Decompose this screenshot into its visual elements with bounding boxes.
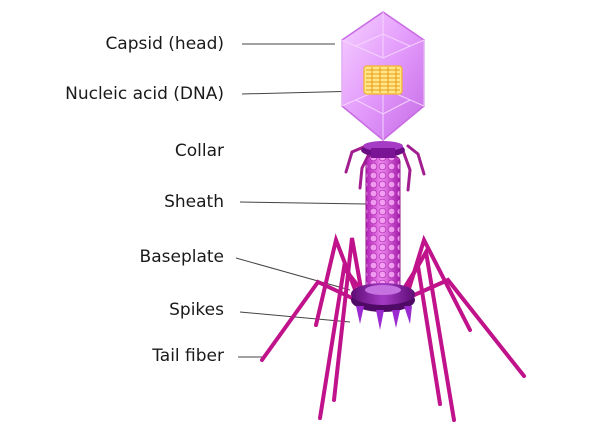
- tail-fiber-7: [410, 277, 526, 378]
- spikes: [356, 306, 412, 330]
- label-capsid: Capsid (head): [105, 34, 224, 54]
- capsid: [341, 11, 425, 141]
- leader-baseplate: [235, 257, 351, 291]
- dna: [363, 65, 403, 95]
- tail-fiber-2: [332, 237, 364, 402]
- baseplate: [351, 283, 415, 312]
- label-sheath: Sheath: [164, 192, 224, 212]
- label-spikes: Spikes: [169, 300, 224, 320]
- sheath: [365, 155, 401, 291]
- label-baseplate: Baseplate: [139, 247, 224, 267]
- tail-fiber-4: [260, 279, 354, 362]
- collar: [361, 141, 405, 158]
- label-collar: Collar: [174, 141, 224, 161]
- label-tail-fiber: Tail fiber: [152, 346, 224, 366]
- tail-fiber-3: [318, 263, 368, 420]
- label-nucleic-acid: Nucleic acid (DNA): [65, 84, 224, 104]
- leader-sheath: [239, 201, 367, 205]
